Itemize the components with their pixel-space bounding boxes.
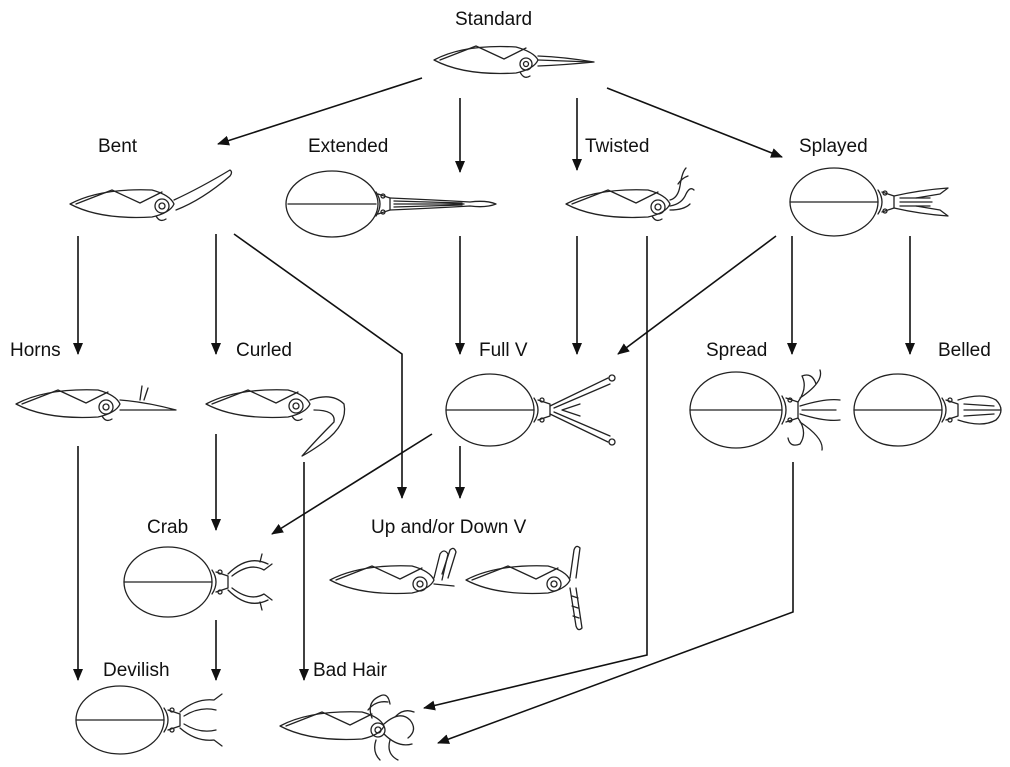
squid-horns xyxy=(15,385,177,422)
arrow-splayed-full-v xyxy=(617,235,777,355)
label-spread: Spread xyxy=(706,340,768,361)
label-curled: Curled xyxy=(236,340,292,361)
arrow-standard-bent xyxy=(217,77,423,146)
squid-bent xyxy=(69,169,233,222)
arrow-spread-bad-hair xyxy=(437,462,794,744)
arrow-bent-up-down-v xyxy=(233,233,407,499)
squid-twisted xyxy=(565,167,695,222)
label-crab: Crab xyxy=(147,517,189,538)
label-standard: Standard xyxy=(455,9,533,30)
squid-up-down-v-2 xyxy=(465,545,583,631)
label-bad-hair: Bad Hair xyxy=(313,660,387,681)
squid-curled xyxy=(205,389,346,457)
label-bent: Bent xyxy=(98,136,138,157)
arrows xyxy=(73,77,915,744)
squid-devilish xyxy=(75,685,223,755)
squid-bad-hair xyxy=(279,694,415,761)
label-horns: Horns xyxy=(10,340,61,361)
squid-standard xyxy=(433,45,595,78)
label-devilish: Devilish xyxy=(103,660,170,681)
arrow-twisted-bad-hair xyxy=(423,236,648,711)
arrow-full-v-crab xyxy=(271,433,433,535)
label-up-down-v: Up and/or Down V xyxy=(371,517,527,538)
squid-full-v xyxy=(445,373,616,447)
arrow-standard-splayed xyxy=(606,87,783,158)
label-twisted: Twisted xyxy=(585,136,650,157)
squid-crab xyxy=(123,546,273,618)
squid-spread xyxy=(689,369,841,451)
label-full-v: Full V xyxy=(479,340,528,361)
squid-belled xyxy=(853,373,1002,447)
label-belled: Belled xyxy=(938,340,991,361)
label-splayed: Splayed xyxy=(799,136,868,157)
squid-extended xyxy=(285,170,497,238)
squid-splayed xyxy=(789,167,949,237)
label-extended: Extended xyxy=(308,136,389,157)
squid-up-down-v-1 xyxy=(329,547,457,595)
